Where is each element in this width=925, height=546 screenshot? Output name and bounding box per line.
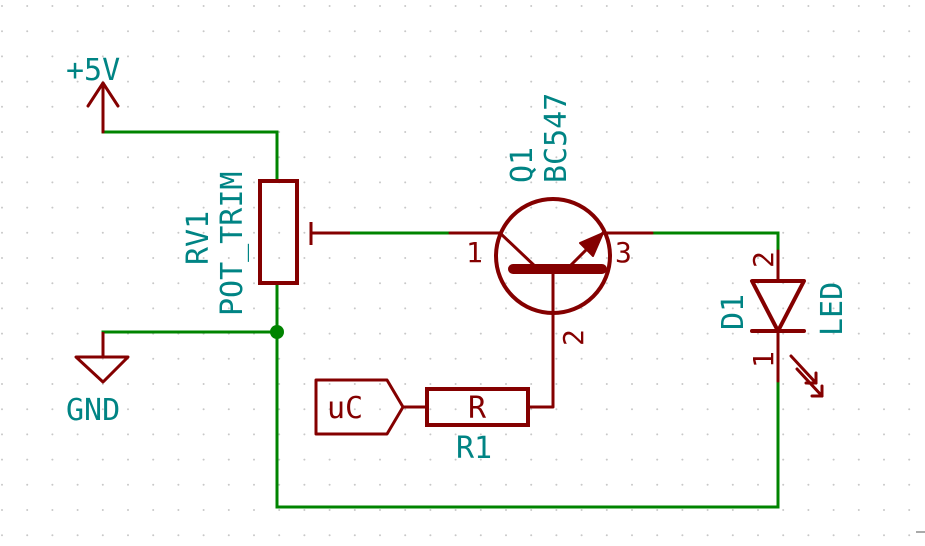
- vcc-power-symbol[interactable]: [86, 81, 120, 134]
- transistor-pin-2: 2: [557, 329, 590, 346]
- led-d1[interactable]: [750, 249, 824, 398]
- led-pin-1: 1: [747, 351, 780, 368]
- transistor-pin-1: 1: [466, 236, 483, 269]
- pot-ref-label: RV1: [181, 211, 216, 265]
- grid-dots: [1, 5, 911, 537]
- gnd-label: GND: [66, 393, 120, 428]
- uc-input-port[interactable]: [314, 378, 405, 436]
- resistor-r1[interactable]: [403, 387, 553, 427]
- wires: [101, 130, 780, 509]
- transistor-q1[interactable]: [448, 197, 654, 409]
- pot-value-label: POT_TRIM: [215, 172, 250, 317]
- resistor-ref-label: R1: [456, 431, 492, 466]
- wire-vcc-to-pot[interactable]: [101, 130, 279, 183]
- transistor-value-label: BC547: [539, 93, 574, 183]
- uc-port-label: uC: [327, 391, 363, 426]
- transistor-ref-label: Q1: [505, 147, 540, 183]
- led-pin-2: 2: [747, 251, 780, 268]
- potentiometer-rv1[interactable]: [258, 179, 350, 285]
- gnd-power-symbol[interactable]: [74, 332, 130, 384]
- wire-emitter-to-led[interactable]: [650, 231, 780, 253]
- resistor-body-label: R: [468, 391, 487, 426]
- vcc-label: +5V: [66, 53, 120, 88]
- led-ref-label: D1: [716, 294, 751, 330]
- led-value-label: LED: [815, 282, 850, 336]
- wire-node-to-led-bottom[interactable]: [275, 330, 780, 509]
- junction-dot: [270, 325, 284, 339]
- transistor-pin-3: 3: [615, 236, 632, 269]
